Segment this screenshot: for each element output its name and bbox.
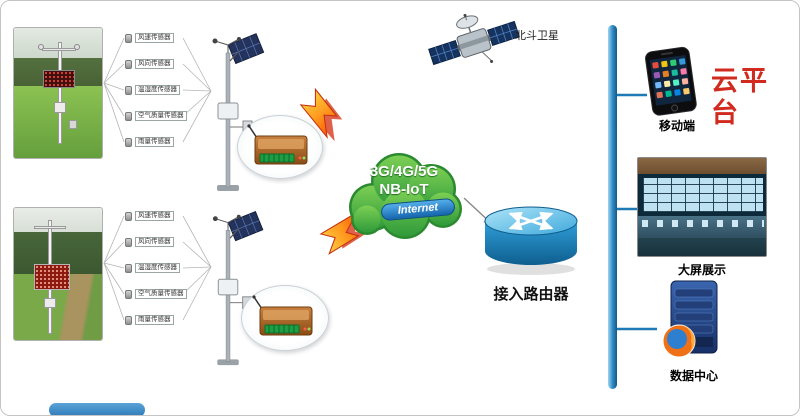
sensor-item: 风向传感器 <box>125 237 187 247</box>
router-label: 接入路由器 <box>493 286 569 303</box>
station-schematic-1 <box>212 33 265 191</box>
smartphone-icon <box>645 46 697 116</box>
equipment-box <box>44 298 56 308</box>
sensor-item: 风速传感器 <box>125 211 187 221</box>
slide-decoration <box>49 403 145 415</box>
sensor-icon <box>125 211 132 221</box>
photo-sensor-arm <box>34 226 66 229</box>
operator-desks <box>638 216 766 238</box>
sensor-item: 雨量传感器 <box>125 315 187 325</box>
sensor-label: 温湿度传感器 <box>135 263 180 273</box>
satellite-label: 北斗卫星 <box>515 30 559 42</box>
sensor-label: 风速传感器 <box>135 33 174 43</box>
led-display-panel <box>34 264 70 290</box>
sensor-label: 温湿度传感器 <box>135 85 180 95</box>
mobile-label: 移动端 <box>658 119 695 133</box>
station-schematic-2 <box>212 210 264 366</box>
sensor-list-station1: 风速传感器 风向传感器 温湿度传感器 空气质量传感器 雨量传感器 <box>125 33 187 147</box>
led-display-panel <box>43 70 75 88</box>
solar-panel <box>227 33 265 65</box>
sensor-icon <box>125 59 132 69</box>
controller-box <box>217 278 239 296</box>
sensor-label: 风向传感器 <box>135 59 174 69</box>
sensor-item: 温湿度传感器 <box>125 85 187 95</box>
sensor-item: 空气质量传感器 <box>125 289 187 299</box>
datacenter-label: 数据中心 <box>669 369 718 383</box>
dtu-callout-1 <box>237 115 323 179</box>
sensor-icon <box>125 33 132 43</box>
station-photo-1 <box>13 27 103 159</box>
sensor-item: 空气质量传感器 <box>125 111 187 121</box>
station-photo-2 <box>13 207 103 341</box>
dtu-callout-2 <box>241 285 329 351</box>
lightning-bolt-icon <box>299 87 343 142</box>
room-floor <box>638 238 766 256</box>
rain-gauge <box>69 120 77 129</box>
app-grid <box>652 58 690 99</box>
sensor-icon <box>125 137 132 147</box>
sensor-list-station2: 风速传感器 风向传感器 温湿度传感器 空气质量传感器 雨量传感器 <box>125 211 187 325</box>
big-screen-label: 大屏展示 <box>677 263 726 277</box>
cloud-tech-label2: NB-IoT <box>379 181 429 198</box>
sensor-icon <box>125 289 132 299</box>
sensor-label: 风向传感器 <box>135 237 174 247</box>
photo-station-pole <box>58 42 62 144</box>
cloud-tech-label: 3G/4G/5G <box>369 163 439 180</box>
sensor-icon <box>125 111 132 121</box>
sensor-item: 风向传感器 <box>125 59 187 69</box>
access-router-icon <box>484 206 578 275</box>
sensor-label: 雨量传感器 <box>135 315 174 325</box>
bus-bar <box>608 25 617 389</box>
satellite-dish <box>456 15 479 29</box>
photo-sensor-arm <box>42 48 76 51</box>
dtu-modem-icon <box>252 295 313 336</box>
server-icon <box>662 280 718 358</box>
sensor-label: 空气质量传感器 <box>135 289 187 299</box>
controller-box <box>217 102 239 120</box>
solar-wing <box>428 20 520 66</box>
network-cloud: 3G/4G/5G NB-IoT Internet <box>343 145 465 243</box>
sensor-icon <box>125 85 132 95</box>
station-pole <box>225 230 231 362</box>
sensor-label: 风速传感器 <box>135 211 174 221</box>
station-pole <box>225 52 231 188</box>
browser-globe-icon <box>662 324 696 358</box>
sensor-icon <box>125 315 132 325</box>
router-cross-arrows <box>508 211 554 231</box>
sensor-icon <box>125 237 132 247</box>
satellite-icon <box>428 13 520 66</box>
video-wall-screens <box>643 178 763 212</box>
sensor-item: 雨量传感器 <box>125 137 187 147</box>
sensor-label: 空气质量传感器 <box>135 111 187 121</box>
sensor-label: 雨量传感器 <box>135 137 174 147</box>
equipment-box <box>54 102 66 113</box>
video-wall <box>638 174 766 216</box>
sensor-item: 温湿度传感器 <box>125 263 187 273</box>
anemometer-cup <box>74 44 80 50</box>
station-base <box>217 185 239 191</box>
room-ceiling <box>638 158 766 174</box>
sensor-icon <box>125 263 132 273</box>
control-room-photo <box>637 157 767 257</box>
sensor-item: 风速传感器 <box>125 33 187 43</box>
cloud-platform-title: 云平台 <box>711 66 769 129</box>
solar-panel <box>227 210 264 242</box>
anemometer-cup <box>38 44 44 50</box>
dtu-modem-icon <box>247 124 308 165</box>
